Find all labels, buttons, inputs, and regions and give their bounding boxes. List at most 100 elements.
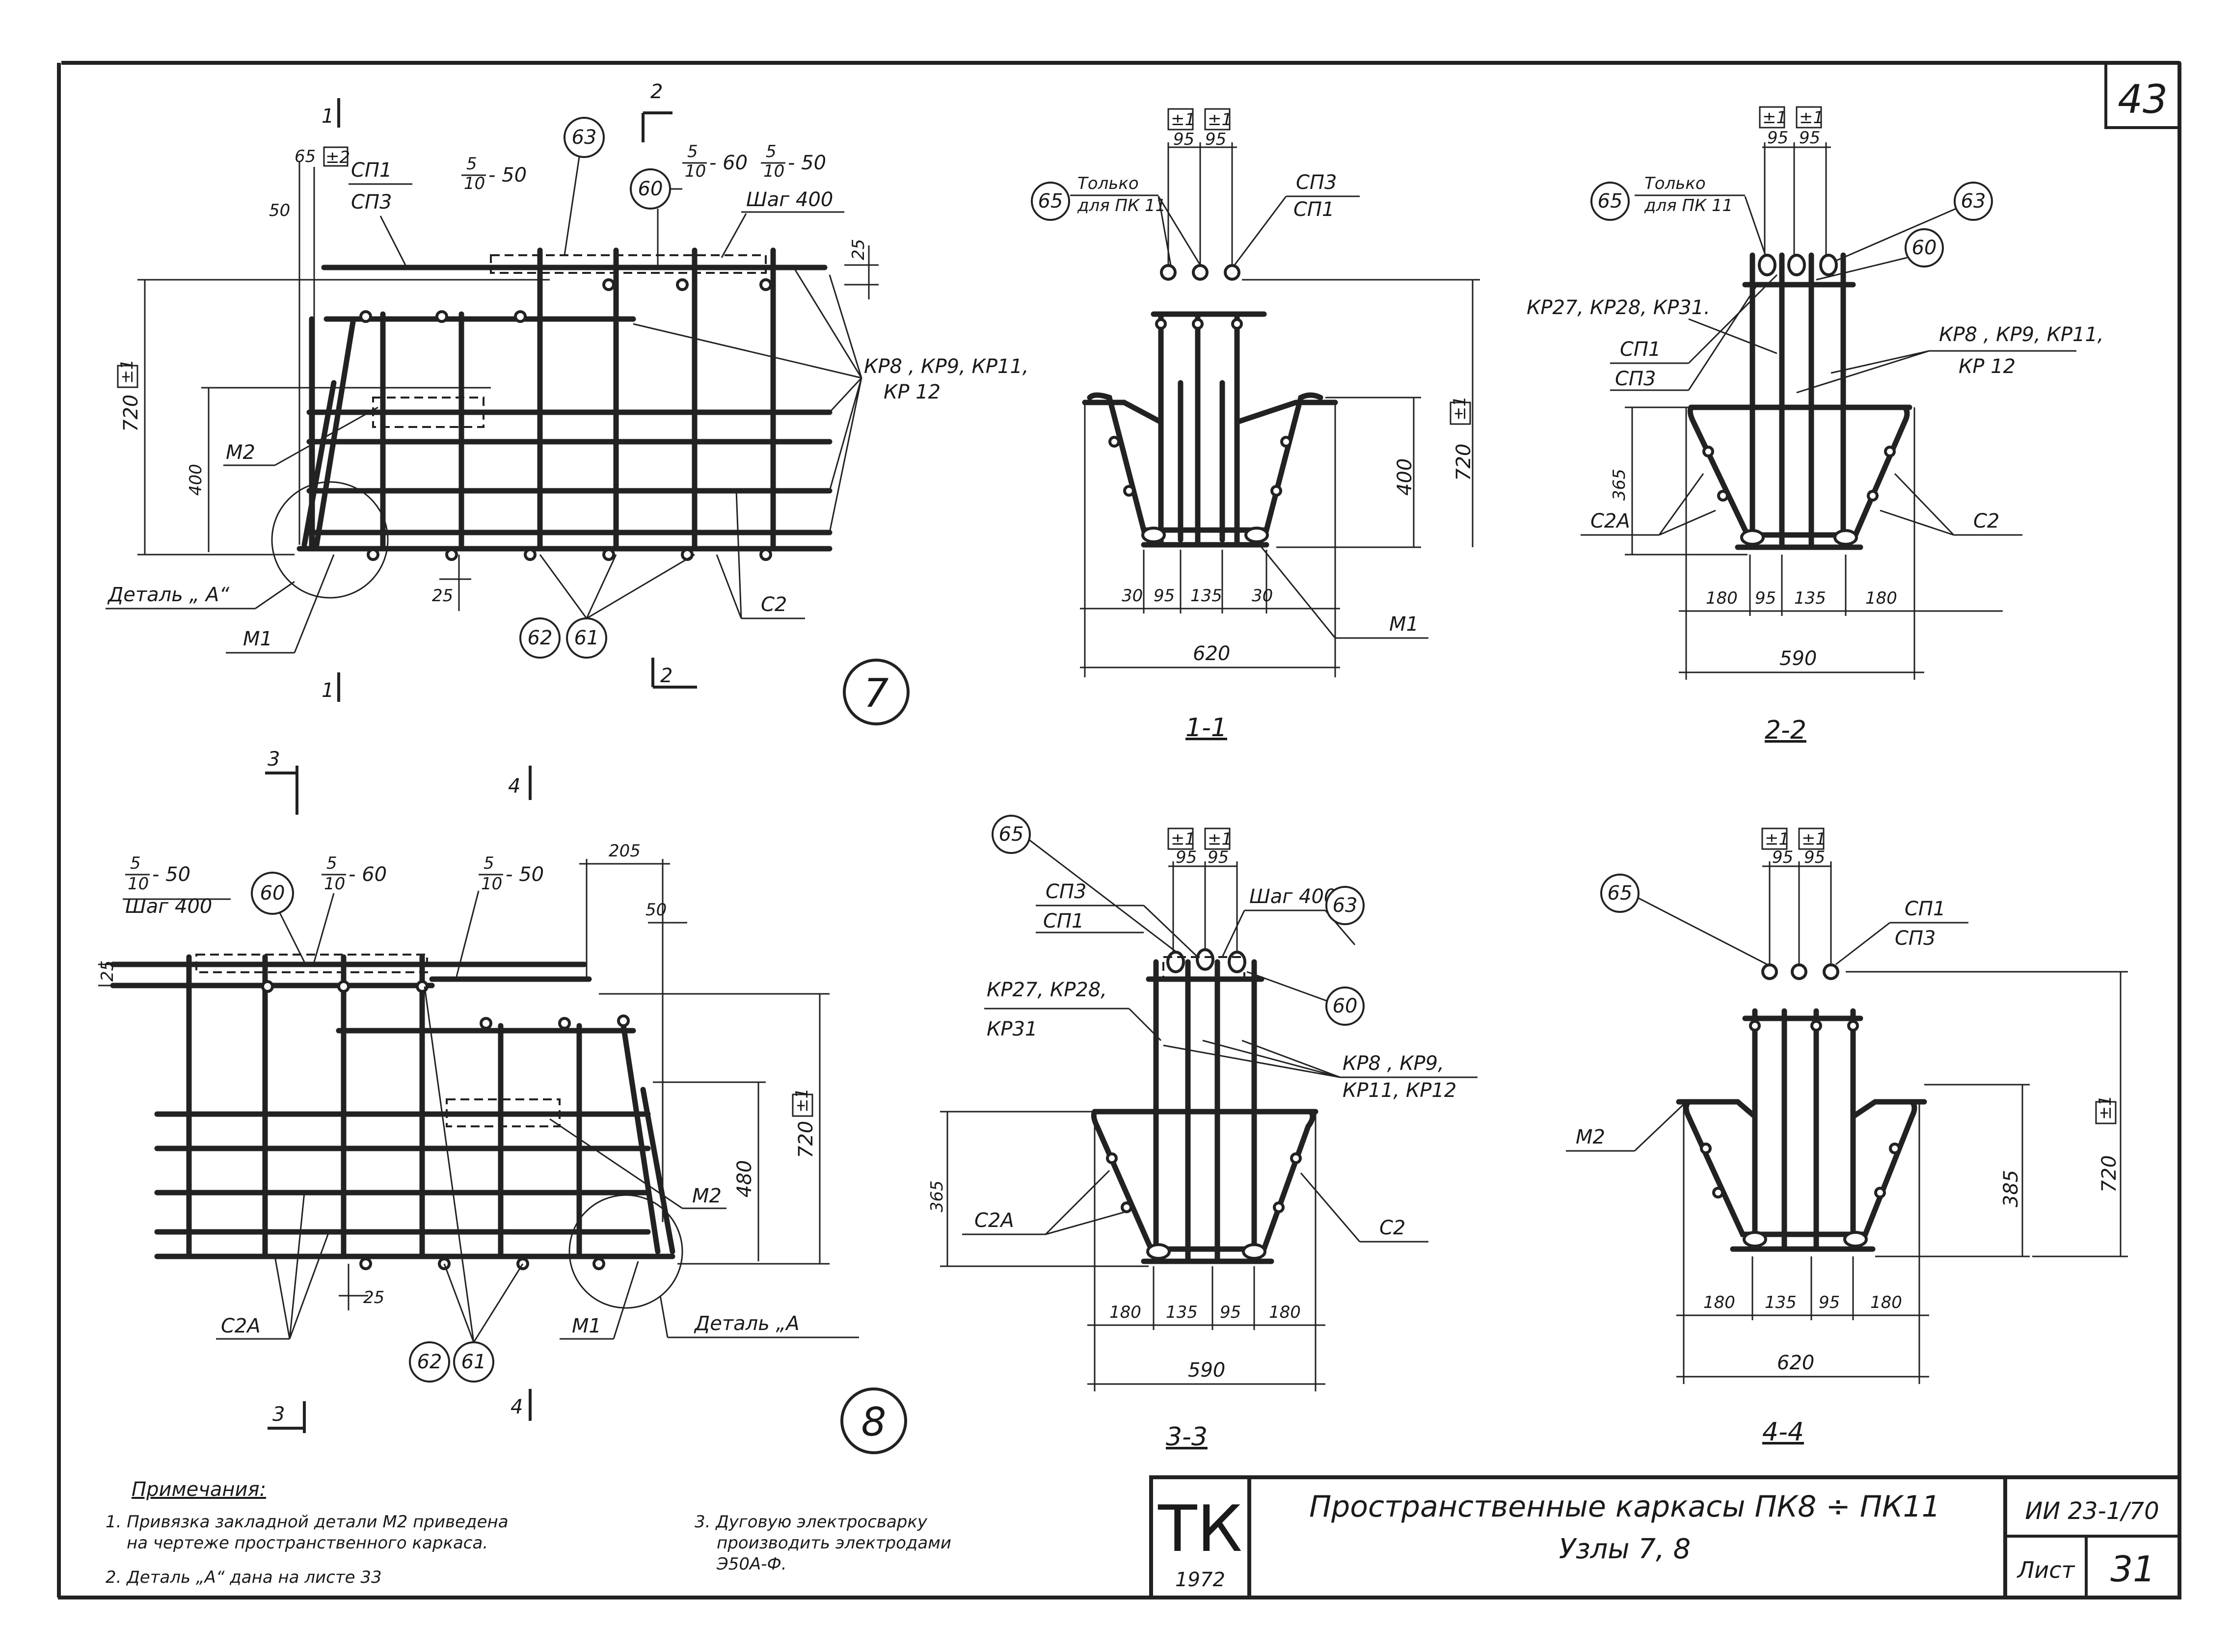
- s11-dim-95: 95: [1154, 586, 1175, 606]
- node8-dim-205: 205: [609, 841, 641, 861]
- s22-only-1: Только: [1644, 174, 1706, 193]
- s33-dim-95: 95: [1220, 1303, 1241, 1322]
- node8-dim-25-bottom: 25: [363, 1288, 384, 1307]
- node7-dim-25-bottom: 25: [432, 586, 453, 606]
- s44-pos-65: 65: [1608, 882, 1633, 905]
- s22-dim-95: 95: [1755, 588, 1776, 608]
- title-block: ТК 1972 Пространственные каркасы ПК8 ÷ П…: [1149, 1475, 2181, 1599]
- node7-cut2-bottom: 2: [660, 665, 672, 687]
- s33-dim-135: 135: [1166, 1303, 1198, 1322]
- node8-frac1-den: 10: [128, 874, 149, 894]
- node8-cut4-bottom: 4: [511, 1396, 523, 1418]
- node8-number: 8: [861, 1399, 887, 1445]
- s11-tol-a: ±1: [1171, 110, 1195, 130]
- s11-sp-top: СП3: [1296, 171, 1337, 194]
- node8-m1: М1: [572, 1315, 601, 1337]
- s33-kr-left2: КР31: [987, 1018, 1037, 1040]
- s22-c2: С2: [1973, 510, 1999, 533]
- node7-dim-720: 720: [120, 395, 142, 432]
- s33-dim-180a: 180: [1109, 1303, 1141, 1322]
- s33-tol-a: ±1: [1171, 829, 1195, 849]
- node7-cut1-top: 1: [322, 105, 334, 128]
- s33-dim-95b: 95: [1208, 848, 1229, 867]
- node7-m1: М1: [243, 628, 272, 650]
- s11-dim-620: 620: [1193, 642, 1230, 665]
- drawing-subtitle: Узлы 7, 8: [1559, 1533, 1691, 1565]
- s33-sp-top: СП3: [1046, 880, 1086, 903]
- node8-tol-720: ±1: [792, 1088, 812, 1113]
- s11-dim-135: 135: [1190, 586, 1222, 606]
- series-code: ИИ 23-1/70: [2025, 1497, 2159, 1525]
- s44-dim-135: 135: [1765, 1293, 1797, 1312]
- notes-heading: Примечания:: [132, 1478, 266, 1501]
- node7-sp-top: СП1: [351, 159, 392, 182]
- node7-detail: Деталь „ А“: [107, 584, 229, 606]
- s22-dim-180a: 180: [1706, 588, 1738, 608]
- node8-frac1-num: 5: [130, 853, 141, 873]
- s33-kr-left1: КР27, КР28,: [987, 979, 1107, 1001]
- s22-dim-135: 135: [1794, 588, 1826, 608]
- s11-dim-720: 720: [1452, 444, 1475, 481]
- node8-cut4-top: 4: [508, 775, 520, 798]
- node7-cut1-bottom: 1: [322, 679, 334, 702]
- s11-dim-95a: 95: [1173, 130, 1194, 149]
- s11-label: 1-1: [1185, 713, 1227, 743]
- s44-dim-180b: 180: [1870, 1293, 1902, 1312]
- node7-frac3-den: 10: [763, 161, 784, 181]
- s22-dim-95b: 95: [1799, 128, 1820, 148]
- s11-dim-30a: 30: [1122, 586, 1143, 606]
- s22-kr-right1: КР8 , КР9, КР11,: [1939, 323, 2104, 346]
- s44-dim-95b: 95: [1804, 848, 1825, 867]
- node7-step: Шаг 400: [746, 188, 833, 211]
- s33-c2: С2: [1379, 1217, 1405, 1239]
- s44-dim-620: 620: [1777, 1352, 1814, 1374]
- node7-dim-25-top: 25: [849, 239, 868, 260]
- node8-cut3-bottom: 3: [272, 1403, 285, 1426]
- s22-kr-left: КР27, КР28, КР31.: [1527, 296, 1710, 319]
- s33-dim-95a: 95: [1176, 848, 1197, 867]
- notes: Примечания: 1. Привязка закладной детали…: [106, 1478, 951, 1587]
- node8-dim-25-top: 25: [98, 960, 117, 982]
- org-logo: ТК: [1157, 1492, 1242, 1566]
- s44-tol-b: ±1: [1802, 829, 1826, 849]
- node8-detail: Деталь „А: [694, 1312, 800, 1335]
- section-4-4: ±1 ±1 95 95 65 СП1 СП3 М2: [1566, 827, 2128, 1447]
- node8-frac3-rest: - 50: [506, 863, 544, 886]
- node7-frac3-rest: - 50: [788, 152, 826, 174]
- s33-pos-60: 60: [1333, 995, 1358, 1017]
- node8-dim-50: 50: [645, 900, 667, 920]
- node7-frac3-num: 5: [766, 142, 777, 161]
- s44-dim-95a: 95: [1772, 848, 1793, 867]
- section-1-1: ±1 ±1 95 95 65 Только для ПК 11 СП3 СП1: [1031, 108, 1480, 743]
- s44-dim-95: 95: [1819, 1293, 1840, 1312]
- s33-label: 3-3: [1166, 1422, 1208, 1452]
- node7-pos-63: 63: [572, 126, 597, 149]
- node7-pos-62: 62: [528, 627, 553, 649]
- node7-frac1-den: 10: [464, 174, 485, 193]
- s22-tol-a: ±1: [1762, 108, 1787, 128]
- s44-dim-720: 720: [2098, 1155, 2121, 1193]
- note-3b: производить электродами: [717, 1533, 951, 1553]
- s11-tol-720: ±1: [1450, 396, 1470, 421]
- node7-number: 7: [864, 670, 889, 716]
- node7-pos-60: 60: [638, 178, 663, 200]
- s33-kr-right2: КР11, КР12: [1343, 1079, 1456, 1102]
- note-1b: на чертеже пространственного каркаса.: [127, 1533, 488, 1553]
- s44-label: 4-4: [1762, 1417, 1804, 1447]
- node8-c2a: С2А: [221, 1315, 261, 1337]
- node7-m2: М2: [226, 441, 255, 464]
- s33-dim-590: 590: [1188, 1359, 1225, 1382]
- s44-tol-720: ±1: [2096, 1095, 2115, 1120]
- node8-cut3-top: 3: [268, 748, 280, 771]
- s22-kr-right2: КР 12: [1959, 355, 2016, 378]
- node7-frac1-num: 5: [466, 154, 477, 174]
- s44-dim-180a: 180: [1703, 1293, 1735, 1312]
- node8-frac1-rest: - 50: [152, 863, 190, 886]
- s11-dim-95b: 95: [1205, 130, 1226, 149]
- s33-pos-65: 65: [999, 823, 1024, 846]
- sheet-frame: 43: [57, 61, 2181, 1599]
- s11-only-2: для ПК 11: [1077, 196, 1166, 215]
- s22-label: 2-2: [1765, 716, 1806, 745]
- node7-tol-65: ±2: [325, 148, 350, 167]
